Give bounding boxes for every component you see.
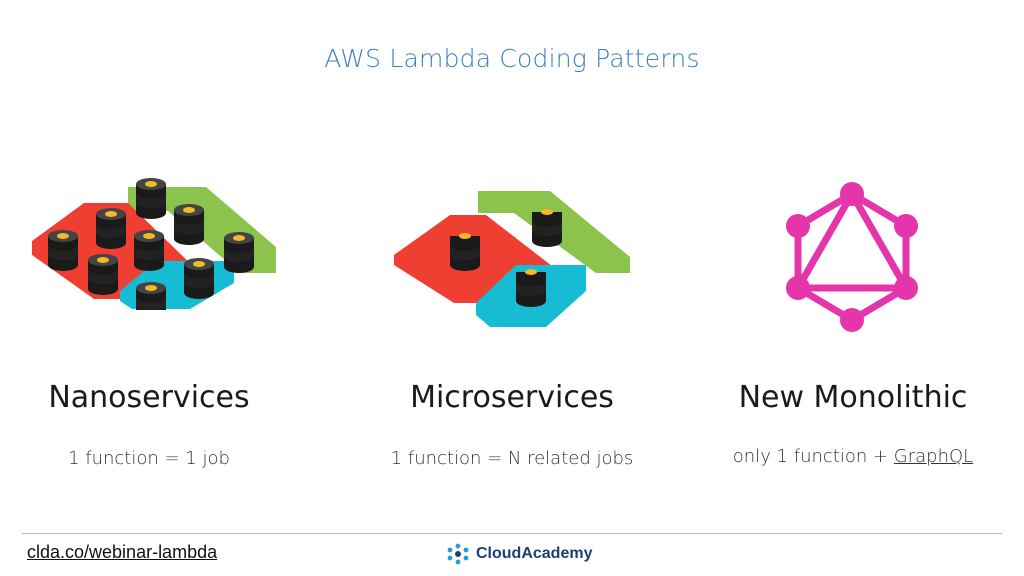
footer-divider — [22, 533, 1002, 534]
lambda-function-stack-icon — [88, 254, 118, 295]
lambda-function-stack-icon — [224, 232, 254, 273]
lambda-function-stack-icon — [136, 282, 166, 310]
cloudacademy-logo: CloudAcademy — [446, 542, 592, 566]
new-monolithic-description: only 1 function + GraphQL — [693, 446, 1013, 467]
lambda-function-stack-icon — [516, 269, 546, 307]
slide-title: AWS Lambda Coding Patterns — [324, 44, 700, 73]
new-monolithic-heading: New Monolithic — [738, 380, 968, 415]
graphql-link[interactable]: GraphQL — [893, 446, 974, 467]
webinar-link[interactable]: clda.co/webinar-lambda — [27, 542, 218, 562]
lambda-function-stack-icon — [184, 258, 214, 299]
microservices-heading: Microservices — [410, 380, 614, 415]
lambda-function-stack-icon — [136, 178, 166, 219]
lambda-function-stack-icon — [532, 209, 562, 247]
graphql-logo-icon — [786, 182, 918, 332]
microservices-description: 1 function = N related jobs — [390, 448, 634, 469]
cloudacademy-brand-text: CloudAcademy — [476, 545, 593, 562]
nanoservices-description: 1 function = 1 job — [68, 448, 230, 469]
lambda-function-stack-icon — [174, 204, 204, 245]
cloudacademy-logo-icon — [447, 543, 469, 565]
new-monolithic-description-text: only 1 function + — [732, 446, 894, 467]
nanoservices-illustration — [32, 178, 276, 310]
lambda-function-stack-icon — [48, 230, 78, 271]
lambda-function-stack-icon — [450, 233, 480, 271]
nanoservices-heading: Nanoservices — [48, 380, 250, 415]
microservices-illustration — [394, 191, 630, 327]
lambda-function-stack-icon — [96, 208, 126, 249]
lambda-function-stack-icon — [134, 230, 164, 271]
